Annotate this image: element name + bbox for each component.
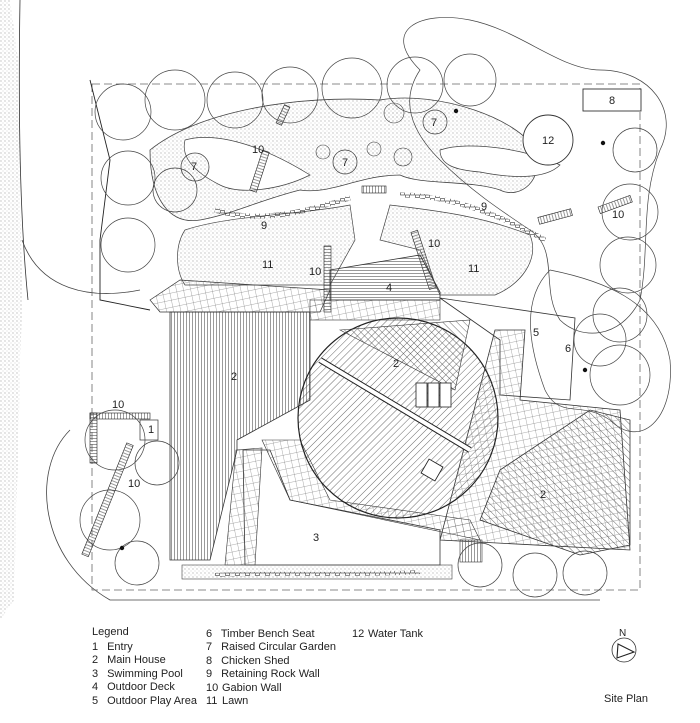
rock-wall-left: [214, 195, 351, 219]
label-gabion-5: 10: [112, 399, 124, 411]
lawn-left: [177, 204, 356, 286]
legend-item: 6 Timber Bench Seat: [206, 628, 315, 640]
lower-curve: [46, 429, 600, 601]
planter-2: [366, 141, 382, 157]
skylight-4: [420, 458, 444, 482]
label-lawn-2: 11: [468, 263, 479, 275]
label-play-area: 5: [533, 327, 539, 339]
legend-title: Legend: [92, 626, 129, 638]
label-gabion-4: 10: [612, 209, 624, 221]
label-gabion-1: 10: [252, 144, 264, 156]
label-gabion-6: 10: [128, 478, 140, 490]
label-rockwall-2: 9: [481, 201, 487, 213]
north-label: N: [619, 628, 627, 639]
legend-item: 2 Main House: [92, 654, 166, 667]
planter-3: [393, 147, 413, 167]
label-deck: 4: [386, 282, 392, 294]
marker-dot-1: [453, 108, 459, 114]
label-tank: 12: [542, 135, 554, 147]
site-boundary: [91, 83, 641, 591]
outdoor-deck: [329, 254, 441, 301]
site-curve: [21, 239, 141, 294]
legend-item: 8 Chicken Shed: [206, 654, 290, 667]
label-lawn-1: 11: [262, 259, 273, 271]
raised-garden-3: [422, 109, 448, 135]
skylight-3: [439, 382, 452, 408]
legend-item: 1 Entry: [92, 641, 133, 653]
gabion-wall-9: [89, 412, 98, 464]
diagonal-boundary: [89, 79, 151, 311]
site-plan-caption: Site Plan: [604, 693, 649, 705]
circle-division-inner: [318, 358, 472, 452]
label-shed: 8: [609, 95, 615, 107]
legend-column-1: 1 Entry 2 Main House 3 Swimming Pool 4 O…: [92, 641, 197, 708]
rock-wall-right: [399, 192, 547, 243]
site-plan-drawing: 2 2 2 3 4 5 6 7 7 7 8 9 9 10 10 10 10 10…: [0, 0, 671, 620]
gabion-wall-10: [81, 442, 134, 558]
label-bench: 6: [565, 343, 571, 355]
label-main-house-left: 2: [231, 371, 237, 383]
gabion-wall-6: [537, 208, 573, 225]
legend-item: 7 Raised Circular Garden: [206, 641, 336, 654]
label-garden-1: 7: [191, 161, 197, 173]
skylight-2: [427, 382, 440, 408]
label-garden-2: 7: [342, 157, 348, 169]
legend-item: 5 Outdoor Play Area: [92, 694, 197, 707]
pool-rock-strip: [214, 570, 421, 577]
deck-strip: [309, 299, 441, 321]
legend-item: 4 Outdoor Deck: [92, 681, 175, 694]
canopy-right: [530, 269, 671, 432]
gabion-wall-2: [249, 149, 270, 193]
deck-vertical: [169, 311, 311, 561]
legend-column-2: 6 Timber Bench Seat 7 Raised Circular Ga…: [206, 628, 336, 708]
marker-dot-4: [119, 545, 125, 551]
legend-item: 9 Retaining Rock Wall: [206, 668, 320, 681]
trees: [79, 53, 659, 598]
label-main-house-circle: 2: [393, 358, 399, 370]
marker-dot-2: [600, 140, 606, 146]
label-gabion-3: 10: [428, 238, 440, 250]
legend-item: 3 Swimming Pool: [92, 667, 183, 680]
label-garden-3: 7: [431, 117, 437, 129]
label-entry: 1: [148, 424, 154, 436]
gabion-wall-3: [361, 185, 387, 194]
label-rockwall-1: 9: [261, 220, 267, 232]
lawn-right: [379, 204, 533, 296]
white-path-2: [439, 145, 561, 177]
label-gabion-2: 10: [309, 266, 321, 278]
raised-garden-2: [332, 149, 358, 175]
gabion-wall-7: [597, 194, 633, 214]
label-pool: 3: [313, 532, 319, 544]
gabion-wall-8: [89, 412, 151, 420]
chicken-shed: [582, 88, 642, 112]
planter-4: [383, 102, 405, 124]
legend: Legend 1 Entry 2 Main House 3 Swimming P…: [0, 626, 700, 723]
road-verge: [0, 0, 22, 620]
boundary-line-left: [18, 0, 29, 301]
water-tank: [522, 114, 574, 166]
label-main-house-right: 2: [540, 489, 546, 501]
circle-grid-wedge: [338, 319, 471, 391]
canopy-top-right: [403, 17, 667, 334]
planter-1: [315, 144, 331, 160]
gabion-wall-1: [275, 104, 291, 126]
skylight-1: [415, 382, 428, 408]
marker-dot-3: [582, 367, 588, 373]
north-arrow-icon: [611, 637, 637, 663]
main-house-right: [479, 409, 631, 556]
steps: [459, 539, 483, 563]
